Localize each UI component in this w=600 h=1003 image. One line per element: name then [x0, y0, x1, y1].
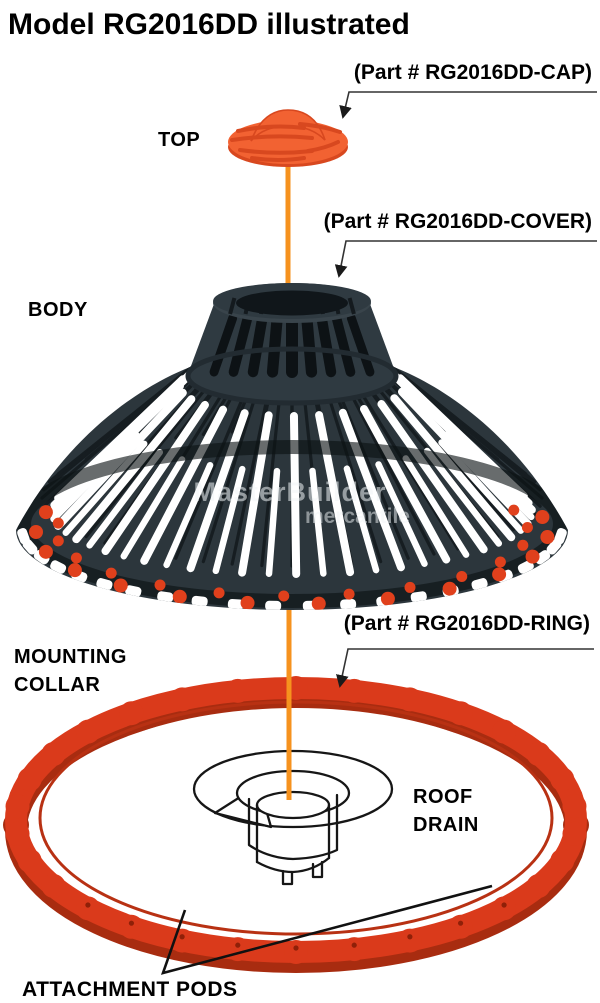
drain-throat-opening [255, 790, 331, 820]
part-label-cap: (Part # RG2016DD-CAP) [353, 61, 592, 84]
attachment-pods-leader-lines [160, 884, 493, 975]
top-cap-illustration [228, 109, 348, 167]
roof-drain-illustration [192, 749, 394, 886]
label-roof-drain-line1: ROOF [413, 786, 473, 808]
label-roof-drain-line2: DRAIN [413, 814, 479, 836]
leader-lines [160, 91, 597, 975]
drain-foot-left [281, 869, 294, 886]
cover-leader-arrow [334, 240, 597, 278]
label-mounting-collar: MOUNTING COLLAR [14, 643, 127, 699]
page-title: Model RG2016DD illustrated [8, 8, 410, 41]
label-attachment-pods: ATTACHMENT PODS [22, 978, 238, 1001]
label-mounting-collar-line2: COLLAR [14, 674, 101, 696]
label-body: BODY [28, 299, 88, 321]
cap-leader-arrow [339, 91, 597, 119]
label-top: TOP [158, 129, 201, 151]
ring-leader-arrow [336, 648, 594, 688]
part-label-cover: (Part # RG2016DD-COVER) [323, 210, 592, 233]
label-roof-drain: ROOF DRAIN [413, 783, 479, 839]
alignment-lines [285, 160, 292, 800]
body-dome-illustration [16, 283, 568, 610]
drain-foot-right [311, 860, 324, 879]
label-mounting-collar-line1: MOUNTING [14, 646, 127, 668]
part-label-ring: (Part # RG2016DD-RING) [343, 612, 590, 635]
